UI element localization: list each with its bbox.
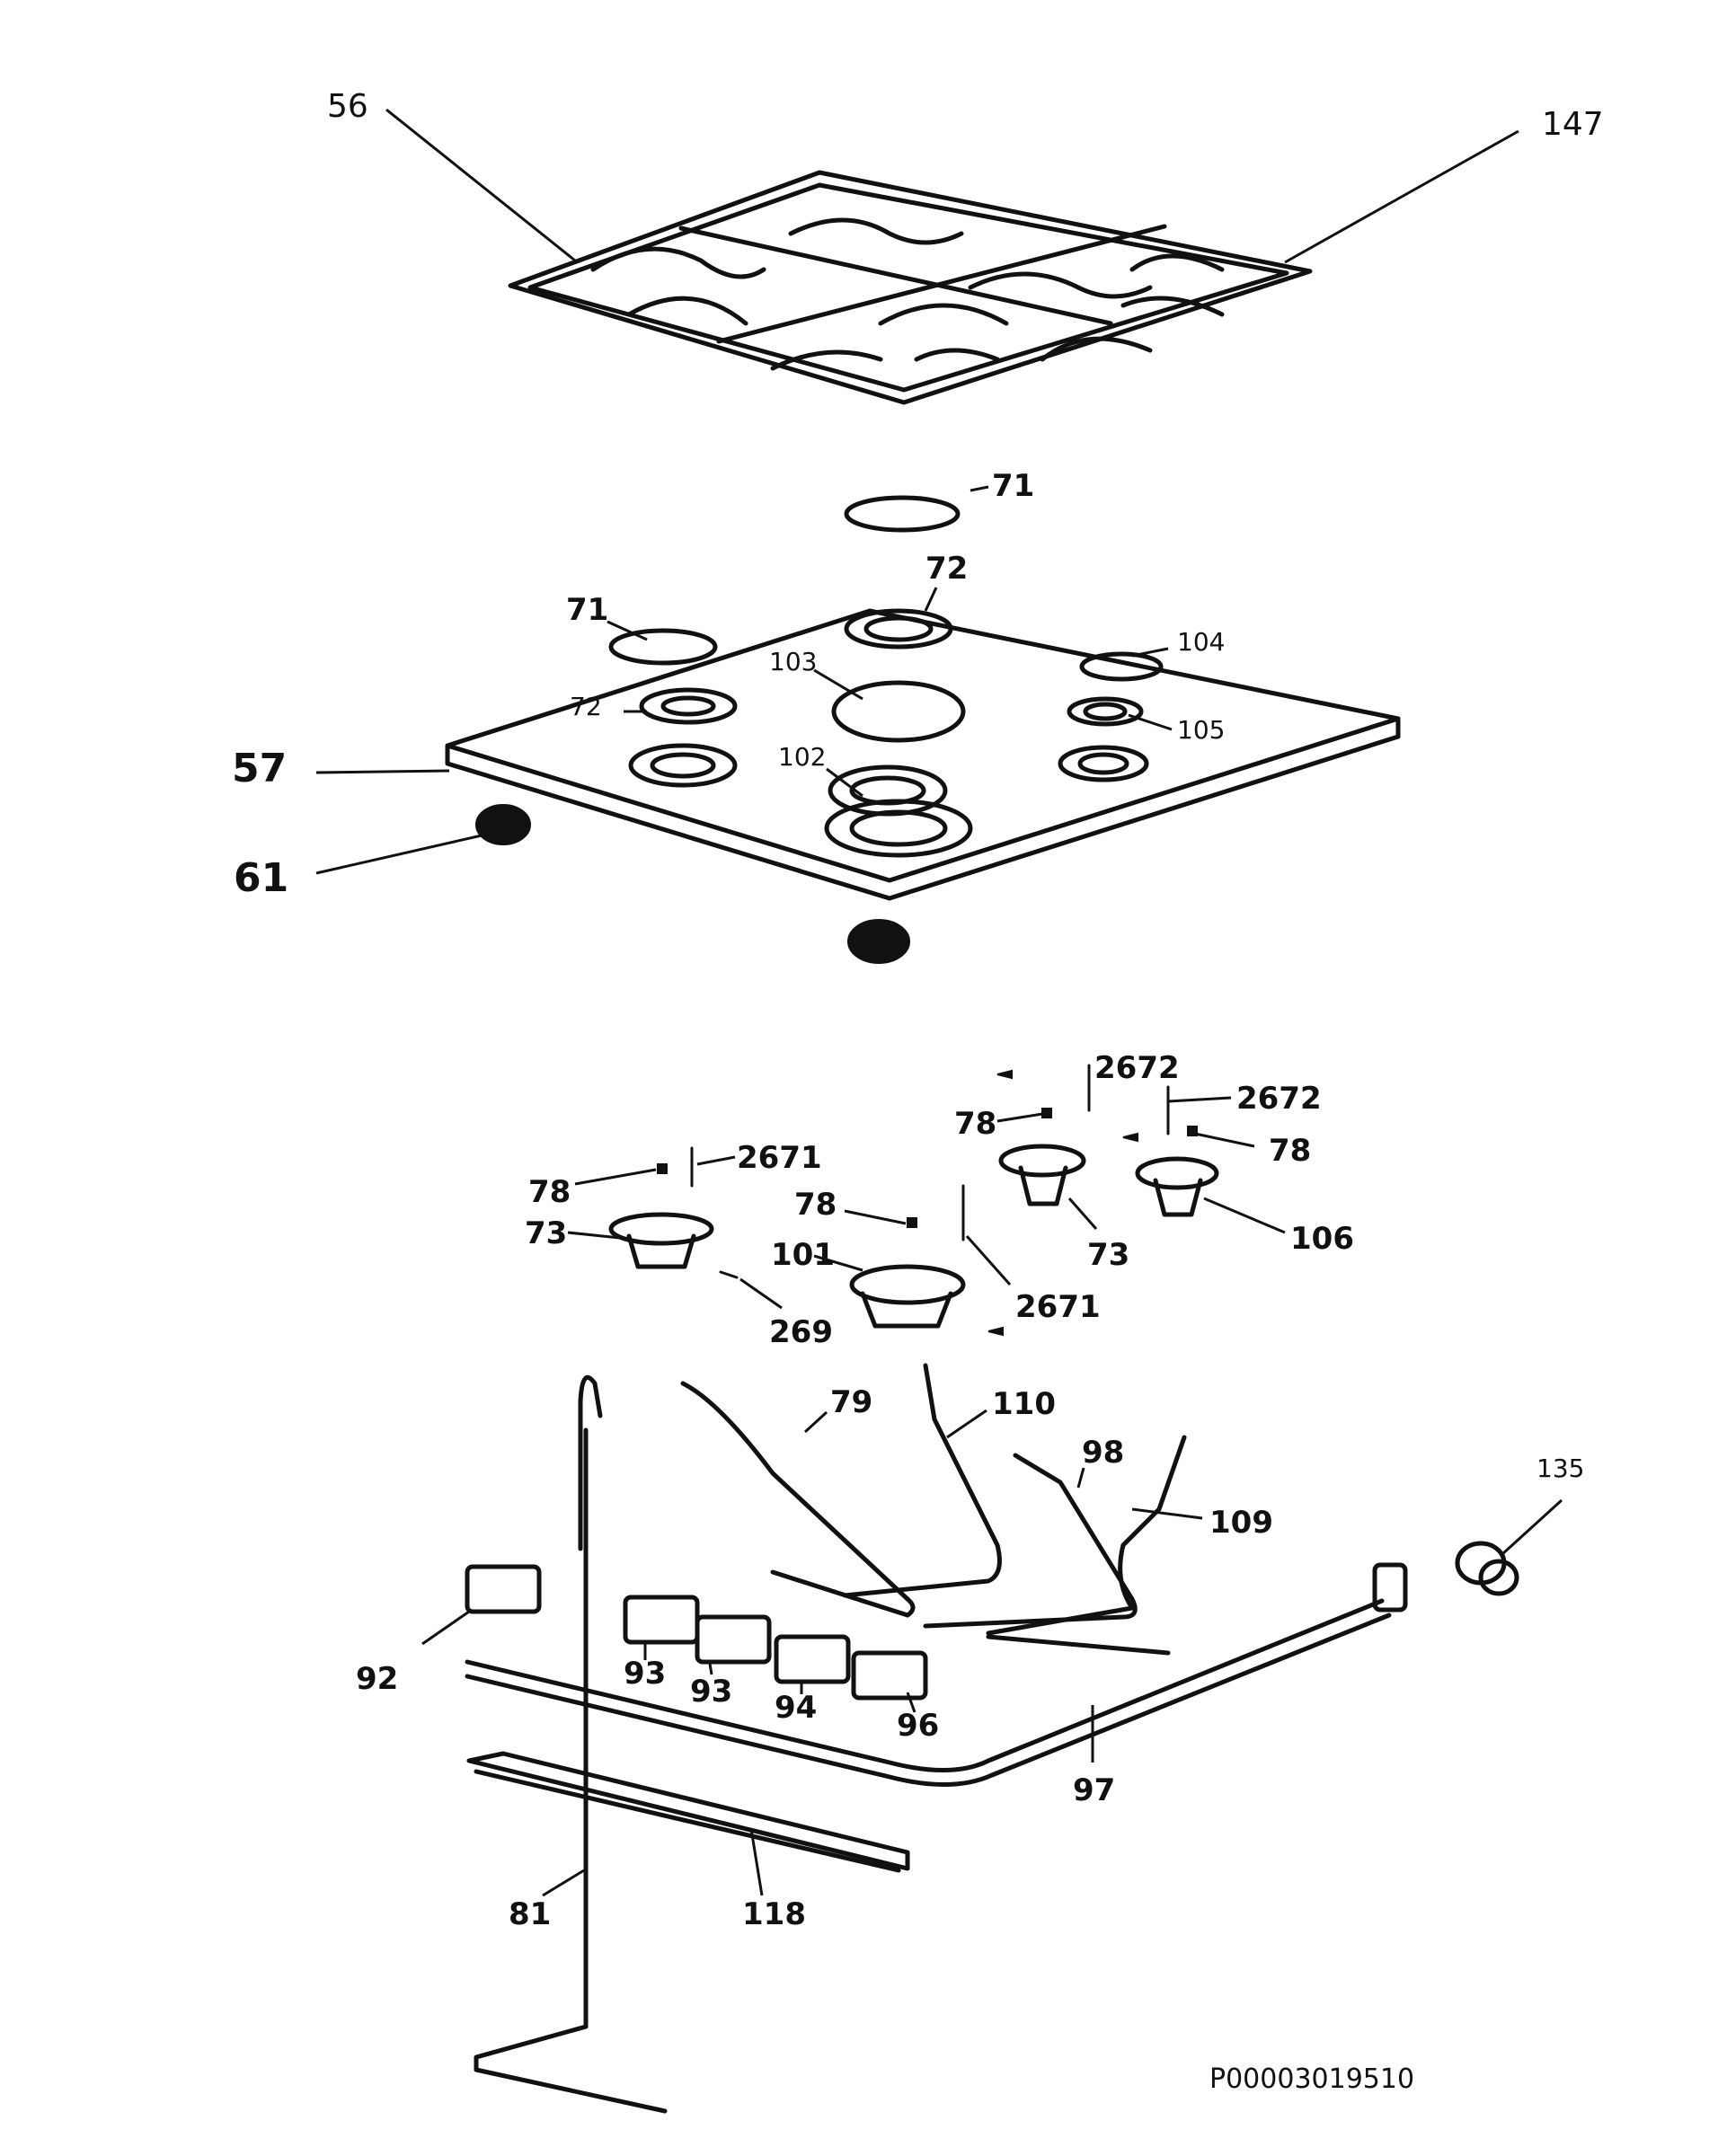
labels-and-leaders: 56 147 71 72 71 104 103 72 105 57 102 61…	[232, 88, 1604, 2095]
label-135: 135	[1536, 1454, 1584, 1483]
burner-cap-71-top	[844, 495, 961, 533]
gas-tubes	[578, 1363, 1187, 1656]
label-97: 97	[1073, 1772, 1115, 1808]
label-93-left: 93	[624, 1656, 666, 1692]
label-105: 105	[1177, 715, 1225, 745]
label-78-upper: 78	[954, 1106, 996, 1142]
gas-valves	[465, 1564, 928, 1701]
label-73-left: 73	[525, 1215, 567, 1251]
label-2672-right: 2672	[1236, 1081, 1322, 1117]
connector-135	[1455, 1541, 1519, 1596]
label-104: 104	[1177, 627, 1225, 657]
burner-bases	[608, 1144, 1219, 1329]
pan-support-grid	[508, 170, 1313, 405]
label-78-right: 78	[1269, 1133, 1311, 1169]
label-79: 79	[830, 1384, 872, 1420]
label-269: 269	[769, 1314, 833, 1350]
label-93-right: 93	[690, 1674, 732, 1710]
label-109: 109	[1209, 1505, 1273, 1541]
label-81: 81	[509, 1896, 551, 1932]
label-71-left: 71	[566, 592, 608, 628]
label-72-left: 72	[570, 692, 602, 721]
label-110: 110	[992, 1386, 1056, 1422]
label-2672-top: 2672	[1094, 1050, 1180, 1086]
label-61: 61	[234, 855, 288, 901]
label-72-top: 72	[925, 551, 968, 587]
screws-and-injectors	[657, 1064, 1198, 1337]
label-56: 56	[327, 88, 368, 125]
label-78-middle: 78	[794, 1187, 837, 1223]
label-96: 96	[897, 1708, 939, 1744]
hob-top	[445, 608, 1401, 901]
burner-cap-71-left	[608, 628, 718, 666]
label-78-left: 78	[528, 1174, 571, 1210]
label-103: 103	[769, 647, 817, 676]
gas-main-pipe-97	[465, 1562, 1408, 1788]
label-92: 92	[356, 1661, 398, 1697]
label-98: 98	[1082, 1435, 1124, 1471]
label-73-right: 73	[1087, 1237, 1129, 1273]
label-2671-middle: 2671	[1015, 1289, 1101, 1325]
label-94: 94	[775, 1690, 817, 1726]
label-102: 102	[778, 742, 826, 772]
label-57: 57	[232, 746, 287, 791]
label-147: 147	[1542, 106, 1604, 143]
knob-61	[475, 804, 910, 964]
label-2671-left: 2671	[737, 1140, 822, 1176]
reference-code: P00003019510	[1209, 2063, 1414, 2095]
label-106: 106	[1290, 1221, 1354, 1257]
label-118: 118	[742, 1896, 806, 1932]
thermocouple-tube-81	[474, 1427, 668, 2114]
label-71-top: 71	[992, 468, 1034, 504]
bracket-118	[466, 1751, 910, 1873]
label-101: 101	[771, 1237, 835, 1273]
